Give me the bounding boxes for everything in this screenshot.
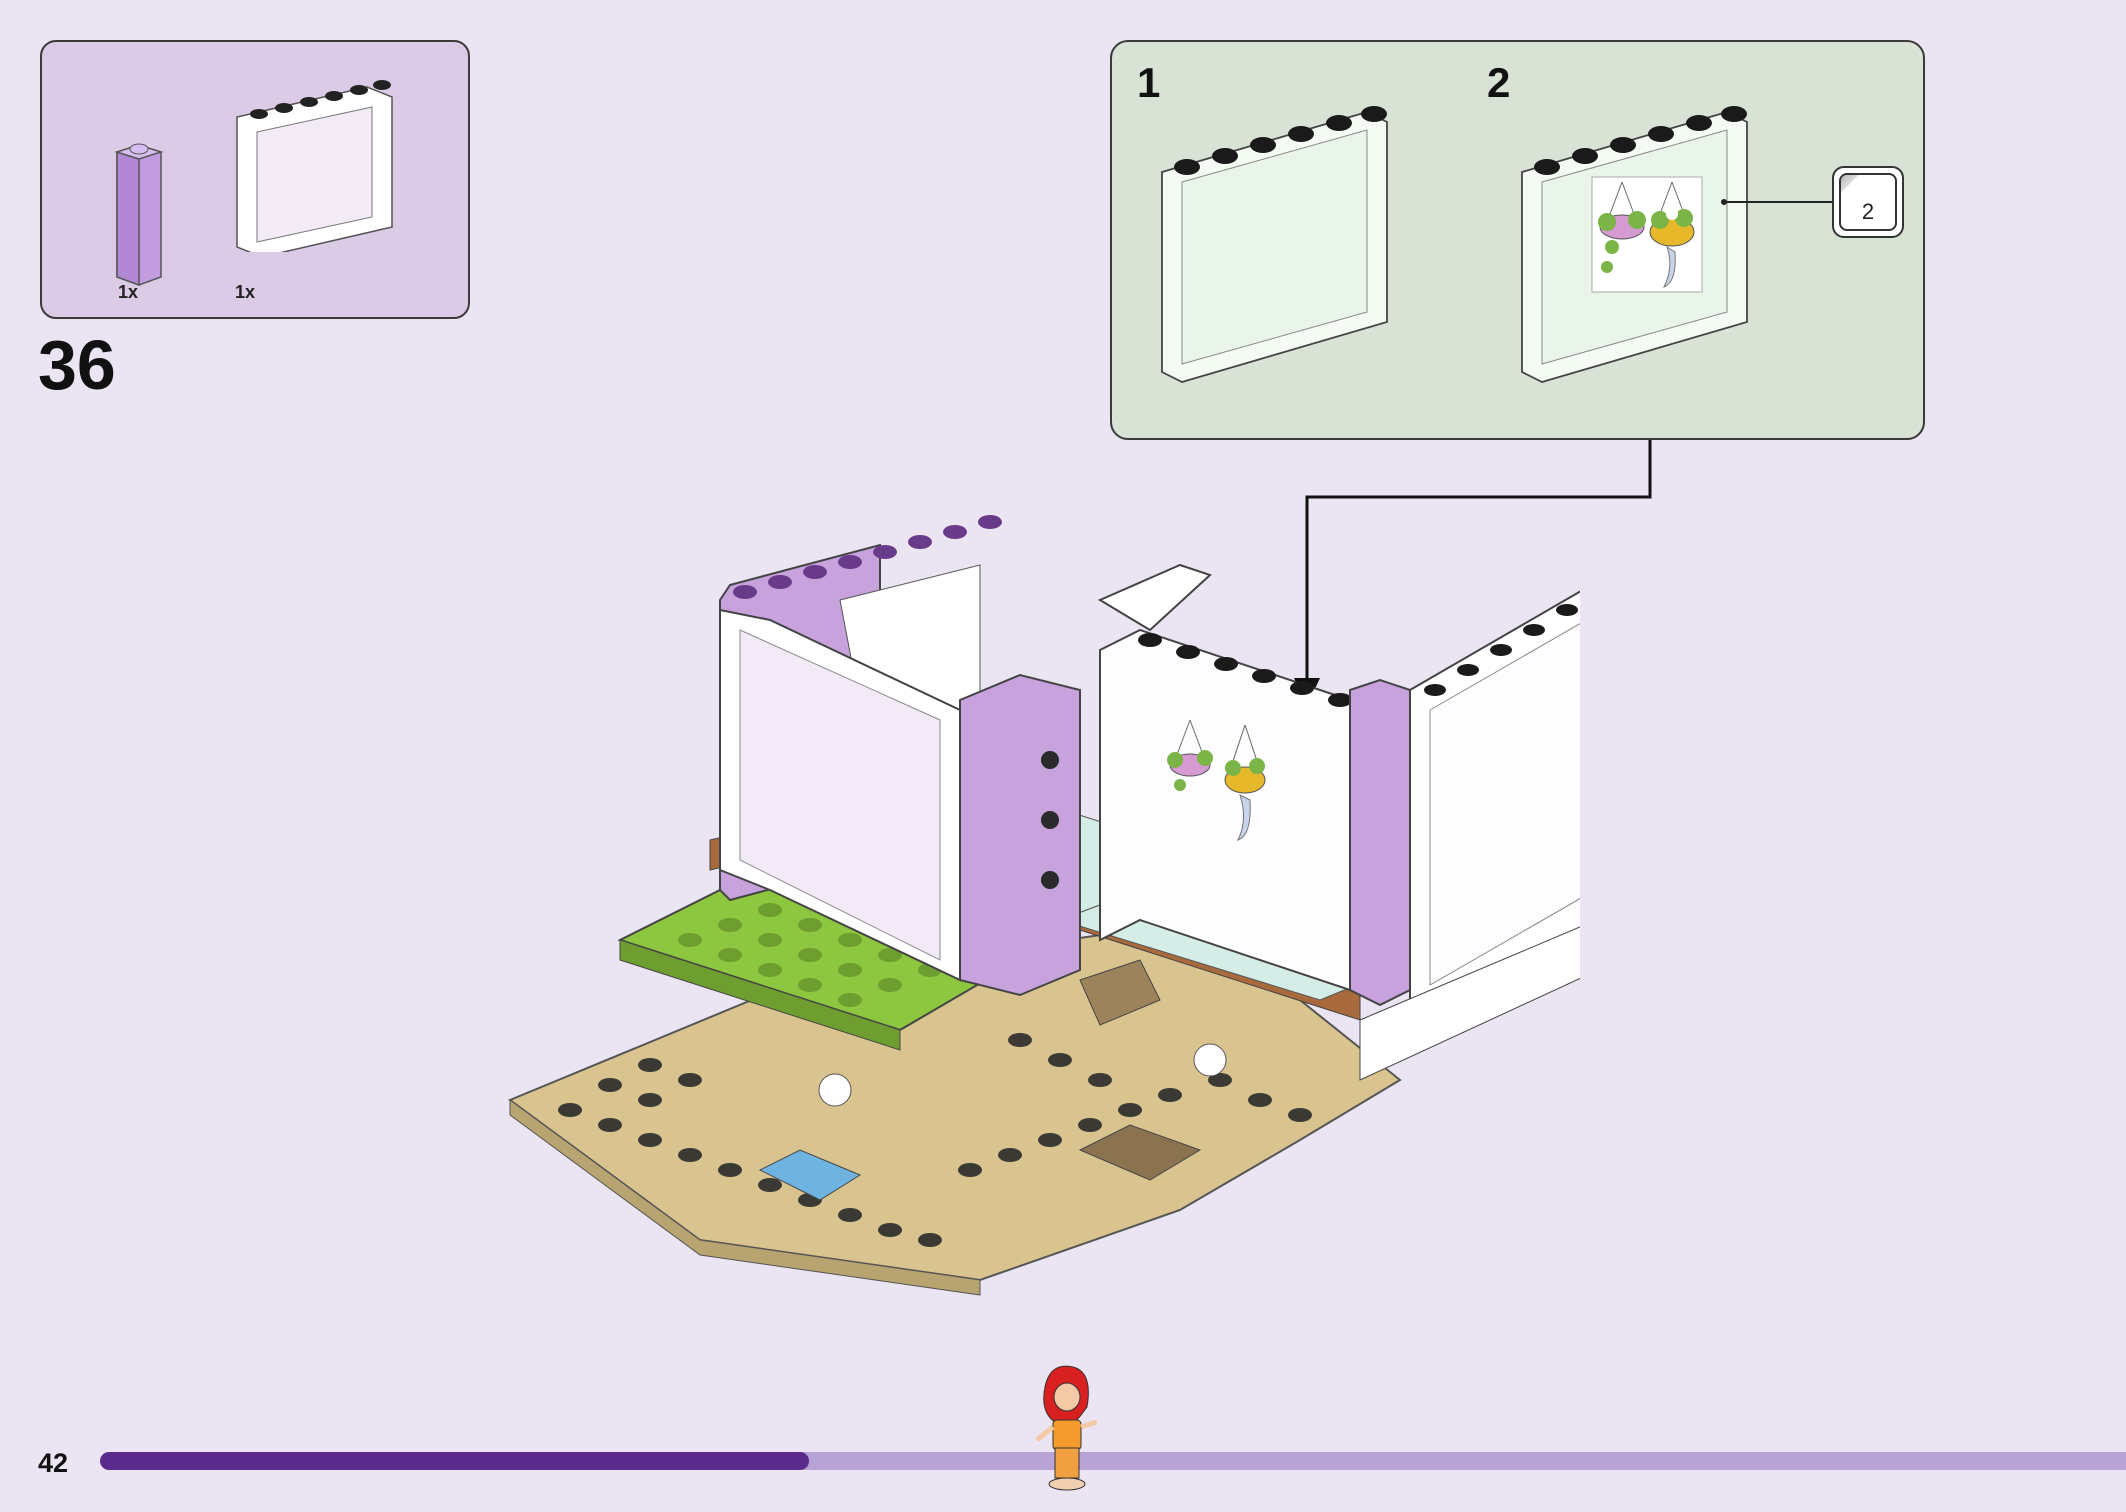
white-arch-piece bbox=[1097, 563, 1212, 632]
white-flower-left bbox=[818, 1073, 852, 1107]
sub-step-1-window-panel bbox=[1161, 106, 1388, 383]
sub-step-number-2: 2 bbox=[1487, 59, 1511, 106]
sticker-number: 2 bbox=[1861, 199, 1875, 224]
parts-quantity-2: 1x bbox=[235, 282, 256, 302]
progress-bar-track bbox=[100, 1452, 2126, 1470]
sub-assembly-box: 1 2 bbox=[1110, 40, 1925, 440]
sub-step-number-1: 1 bbox=[1137, 59, 1161, 106]
page-number: 42 bbox=[38, 1448, 69, 1478]
right-lavender-pillar bbox=[1349, 678, 1411, 1007]
blue-tile bbox=[758, 1149, 862, 1201]
sticker-callout-line bbox=[1721, 199, 1834, 205]
step-number: 36 bbox=[38, 326, 116, 404]
sticker-reference-badge: 2 bbox=[1832, 166, 1904, 238]
lavender-column-brick-image bbox=[114, 143, 164, 287]
dark-tan-tile bbox=[1078, 1124, 1202, 1181]
sub-step-2-window-panel-with-plants bbox=[1521, 106, 1748, 383]
parts-quantity-1: 1x bbox=[118, 282, 139, 302]
white-flower-right bbox=[1193, 1043, 1227, 1077]
white-window-frame-image bbox=[236, 80, 393, 252]
parts-list-box: 1x 1x bbox=[40, 40, 470, 319]
main-model-illustration bbox=[507, 515, 1580, 1296]
hanging-plant-sticker bbox=[1598, 181, 1695, 288]
dark-tan-slope bbox=[1079, 959, 1161, 1026]
progress-bar-fill bbox=[100, 1452, 810, 1470]
minifigure-mia-illustration bbox=[1035, 1365, 1098, 1491]
sticker-icon: 2 bbox=[1839, 173, 1897, 231]
lavender-corner-column bbox=[959, 673, 1081, 997]
